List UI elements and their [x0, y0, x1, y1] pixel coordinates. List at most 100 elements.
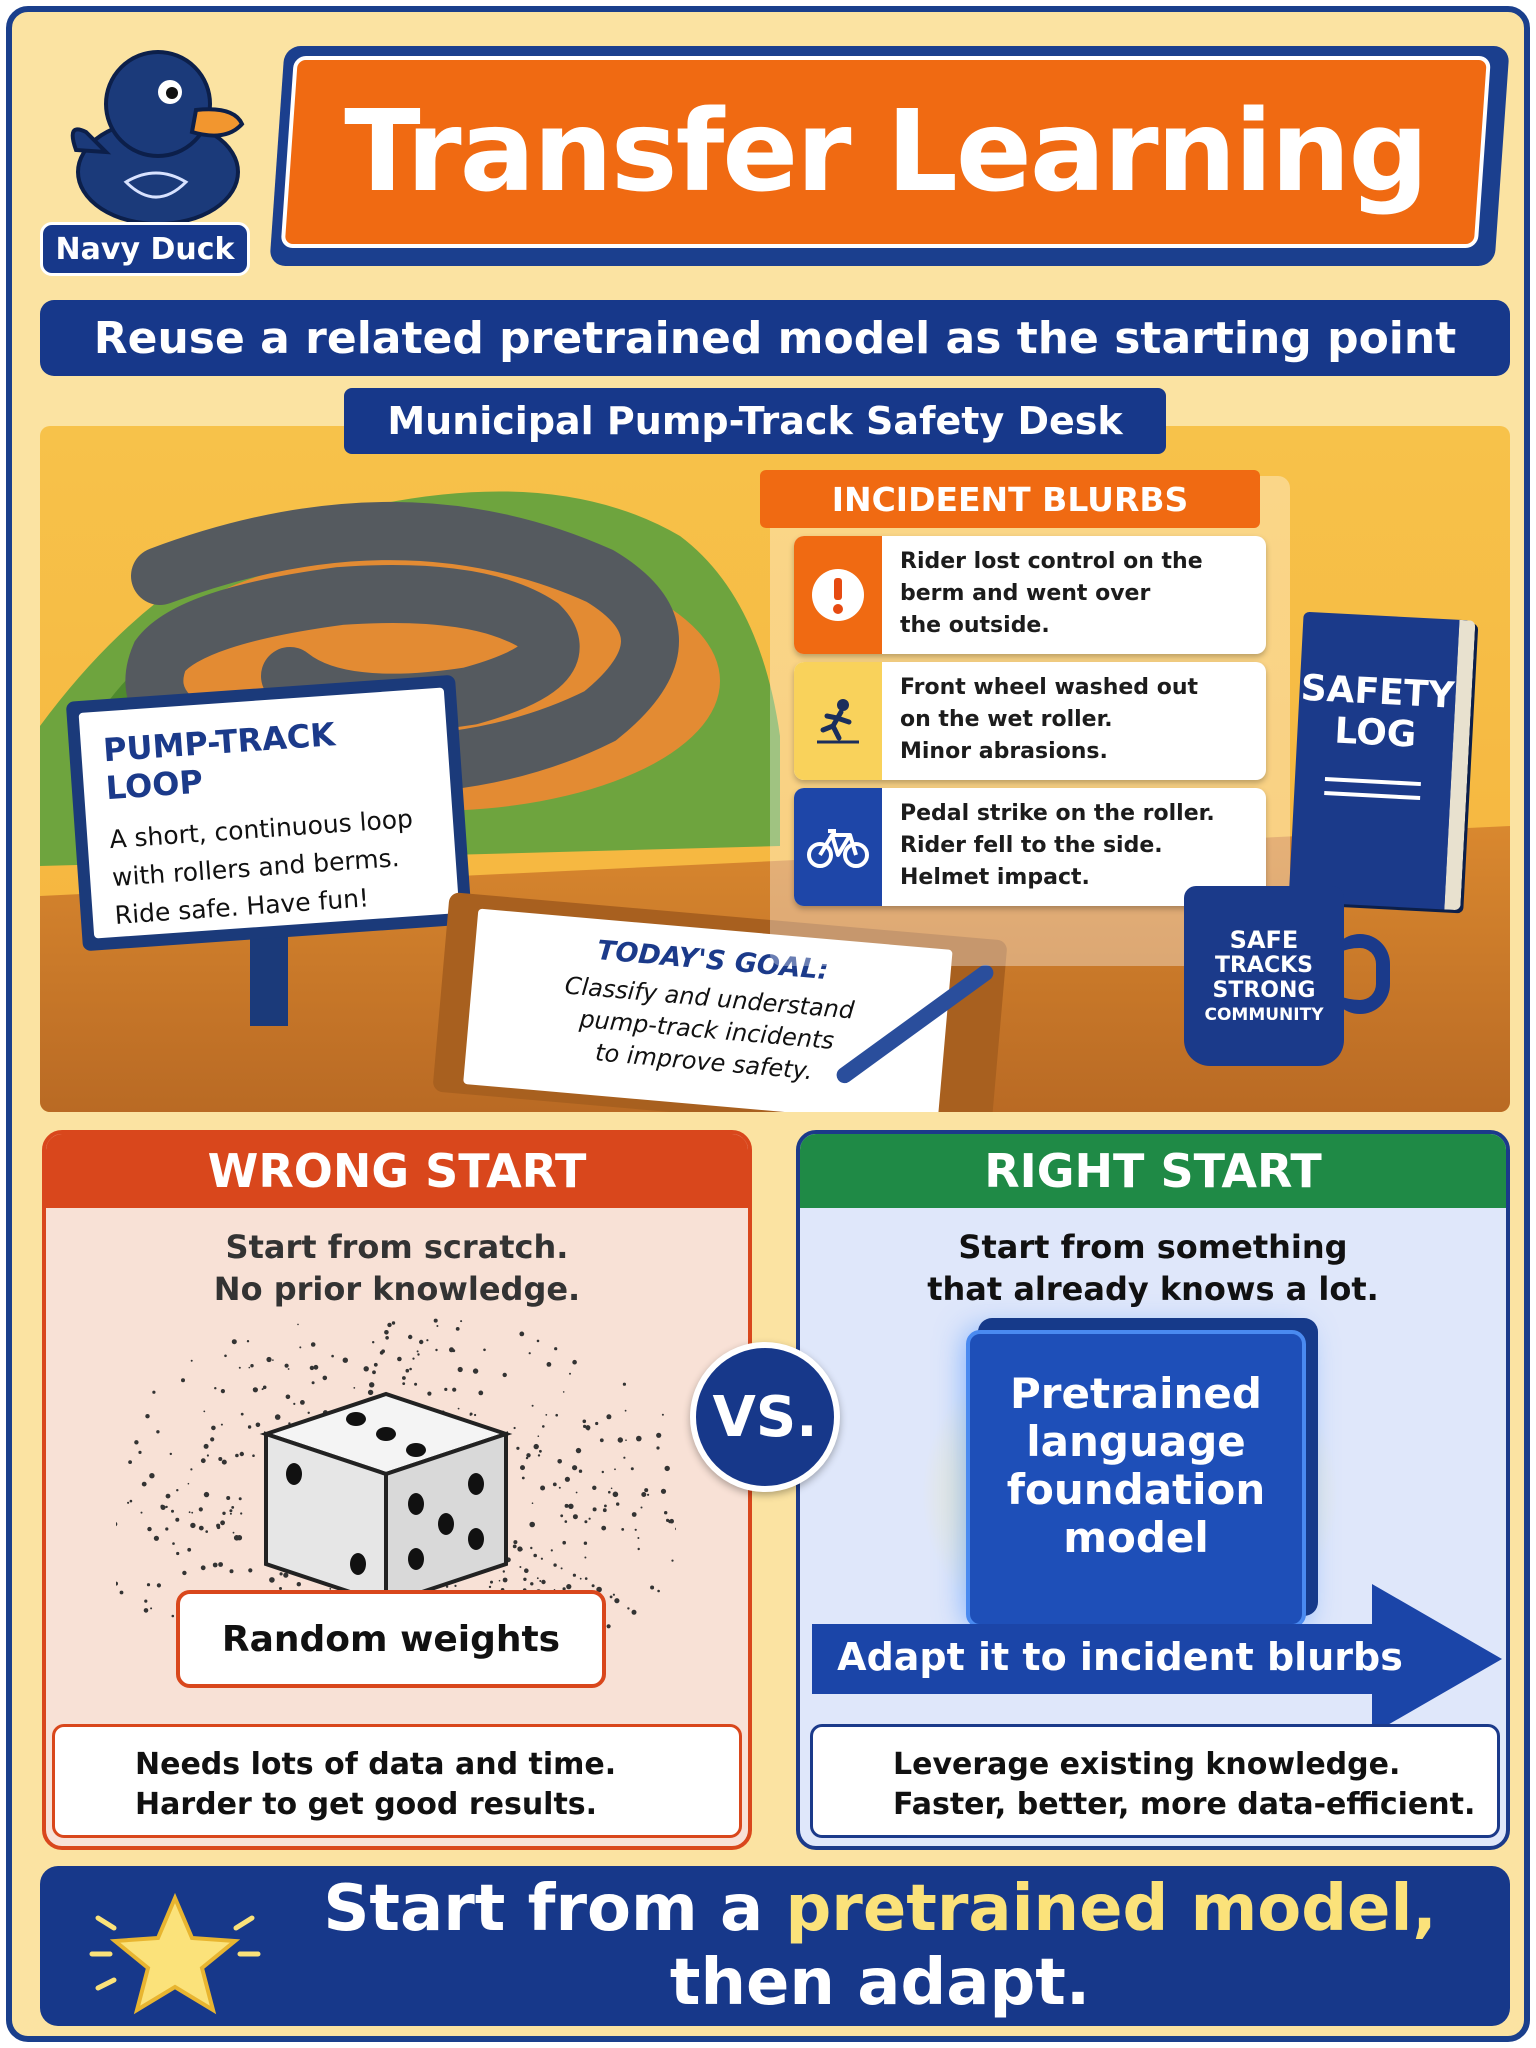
noise-dot: [397, 1356, 402, 1362]
noise-dot: [557, 1459, 562, 1464]
wrong-footer: Needs lots of data and time. Harder to g…: [52, 1724, 742, 1838]
noise-dot: [181, 1378, 185, 1383]
noise-dot: [240, 1412, 244, 1416]
noise-dot: [517, 1546, 523, 1552]
safety-log-book: SAFETY LOG: [1288, 611, 1476, 911]
noise-dot: [536, 1577, 539, 1580]
noise-dot: [542, 1425, 545, 1428]
noise-dot: [520, 1465, 525, 1471]
bottom-text: Start from a: [323, 1872, 764, 1946]
noise-dot: [187, 1482, 190, 1485]
noise-dot: [211, 1425, 216, 1431]
noise-dot: [313, 1364, 319, 1370]
mascot-name-badge: Navy Duck: [40, 222, 250, 276]
noise-dot: [222, 1511, 226, 1515]
noise-dot: [165, 1505, 168, 1509]
noise-dot: [188, 1511, 191, 1514]
noise-dot: [562, 1540, 566, 1545]
page-title: Transfer Learning: [344, 87, 1427, 217]
noise-dot: [156, 1583, 161, 1588]
noise-dot: [584, 1577, 588, 1580]
noise-dot: [229, 1512, 232, 1515]
noise-dot: [220, 1520, 225, 1526]
noise-dot: [483, 1348, 486, 1352]
noise-dot: [436, 1325, 439, 1327]
noise-dot: [625, 1439, 627, 1441]
noise-dot: [502, 1577, 508, 1583]
noise-dot: [622, 1382, 626, 1386]
incident-card: Front wheel washed out on the wet roller…: [794, 662, 1266, 780]
scene-illustration: PUMP-TRACK LOOP A short, continuous loop…: [40, 426, 1510, 1112]
noise-dot: [433, 1318, 438, 1323]
noise-dot: [246, 1340, 250, 1343]
noise-dot: [342, 1357, 348, 1363]
noise-dot: [250, 1364, 254, 1368]
noise-dot: [455, 1327, 460, 1331]
noise-dot: [190, 1359, 193, 1362]
noise-dot: [488, 1585, 492, 1589]
noise-dot: [610, 1487, 613, 1490]
noise-dot: [457, 1407, 460, 1410]
noise-dot: [523, 1577, 527, 1581]
noise-dot: [617, 1437, 623, 1443]
noise-dot: [582, 1419, 587, 1424]
noise-dot: [216, 1523, 221, 1528]
noise-dot: [583, 1424, 587, 1428]
wrong-footer-line: Harder to get good results.: [135, 1787, 598, 1822]
noise-dot: [641, 1492, 647, 1497]
noise-dot: [550, 1549, 553, 1552]
noise-dot: [669, 1518, 674, 1524]
noise-dot: [373, 1362, 378, 1367]
cube-line: language: [1026, 1417, 1246, 1466]
noise-dot: [531, 1502, 534, 1504]
noise-dot: [187, 1547, 192, 1552]
noise-dot: [190, 1468, 193, 1471]
noise-dot: [363, 1366, 369, 1372]
noise-dot: [627, 1607, 630, 1610]
right-start-panel: RIGHT START Start from something that al…: [796, 1130, 1510, 1850]
noise-dot: [616, 1502, 620, 1506]
noise-dot: [601, 1525, 607, 1531]
noise-dot: [592, 1507, 597, 1512]
noise-dot: [584, 1520, 588, 1524]
noise-dot: [666, 1518, 670, 1522]
bottom-highlight: pretrained model,: [785, 1872, 1437, 1946]
noise-dot: [664, 1465, 670, 1472]
noise-dot: [572, 1514, 578, 1520]
noise-dot: [630, 1467, 634, 1471]
noise-dot: [640, 1506, 643, 1509]
noise-dot: [169, 1452, 172, 1456]
noise-dot: [609, 1595, 613, 1599]
noise-dot: [262, 1385, 267, 1390]
noise-dot: [502, 1570, 505, 1573]
noise-dot: [156, 1430, 160, 1434]
noise-dot: [176, 1551, 180, 1556]
noise-dot: [128, 1460, 132, 1464]
noise-dot: [293, 1402, 296, 1405]
noise-dot: [525, 1456, 529, 1460]
incident-blurbs-panel: INCIDEENT BLURBS Rider lost control on t…: [760, 470, 1290, 966]
noise-dot: [235, 1453, 239, 1458]
noise-dot: [191, 1511, 194, 1514]
cube-line: foundation: [1006, 1465, 1266, 1514]
noise-dot: [206, 1454, 209, 1457]
noise-dot: [634, 1528, 637, 1531]
noise-dot: [579, 1577, 582, 1580]
noise-dot: [519, 1331, 525, 1337]
noise-dot: [621, 1528, 625, 1531]
noise-dot: [331, 1354, 334, 1358]
incident-line: Pedal strike on the roller.: [900, 801, 1215, 826]
noise-dot: [417, 1353, 420, 1356]
noise-dot: [498, 1579, 501, 1582]
noise-dot: [604, 1504, 607, 1508]
noise-dot: [647, 1493, 650, 1496]
noise-dot: [445, 1585, 449, 1588]
noise-dot: [583, 1541, 588, 1545]
noise-dot: [274, 1414, 281, 1420]
noise-dot: [444, 1387, 448, 1391]
incident-line: Helmet impact.: [900, 865, 1090, 890]
noise-dot: [612, 1491, 619, 1498]
noise-dot: [533, 1443, 539, 1450]
mug-text: COMMUNITY: [1204, 1005, 1324, 1025]
noise-dot: [310, 1342, 316, 1347]
